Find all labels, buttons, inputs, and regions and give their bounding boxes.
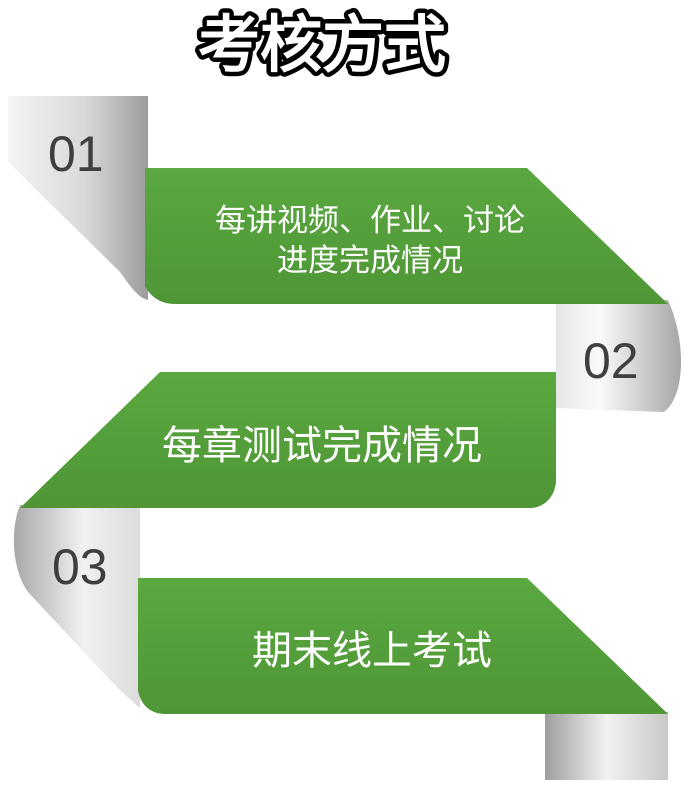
step-band-2 (20, 372, 556, 508)
step-band-3 (138, 578, 668, 714)
step-number-2: 02 (583, 333, 639, 389)
step-text-1-line-2: 进度完成情况 (277, 243, 463, 279)
step-number-1: 01 (48, 126, 104, 182)
page-title: 考核方式 (198, 8, 446, 81)
fold-right-1 (556, 300, 682, 412)
fold-top-left (8, 96, 148, 300)
step-band-1 (145, 168, 668, 304)
fold-bottom-right (545, 712, 668, 780)
step-text-3: 期末线上考试 (252, 628, 492, 674)
step-number-3: 03 (52, 539, 108, 595)
fold-left-2 (13, 505, 140, 708)
step-text-2: 每章测试完成情况 (162, 423, 482, 469)
step-text-1-line-1: 每讲视频、作业、讨论 (215, 203, 525, 239)
